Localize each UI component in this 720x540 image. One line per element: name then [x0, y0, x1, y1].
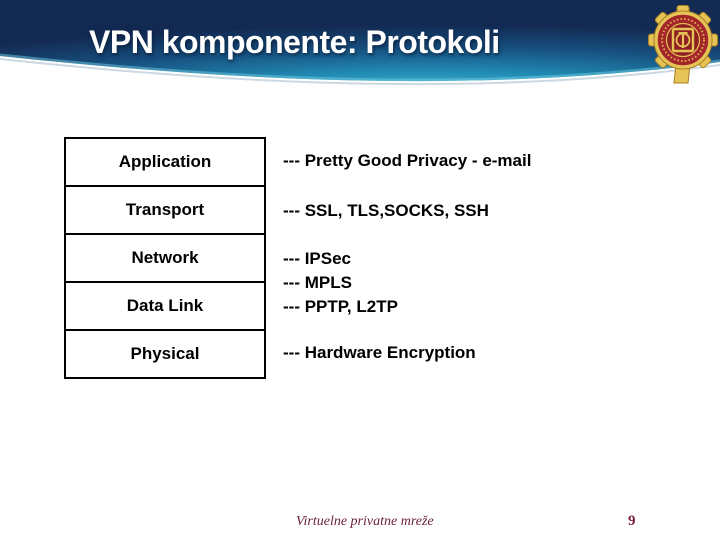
osi-layer-row-physical: Physical — [66, 331, 264, 377]
osi-layer-row-datalink: Data Link — [66, 283, 264, 331]
annotation-application-protocols: --- Pretty Good Privacy - e-mail — [283, 151, 532, 170]
osi-layer-row-network: Network — [66, 235, 264, 283]
annotation-line-ipsec: --- IPSec — [283, 249, 352, 268]
osi-layer-label: Data Link — [126, 296, 204, 315]
annotation-line-mpls: --- MPLS — [283, 273, 352, 292]
university-seal-logo — [648, 5, 718, 84]
seal-monogram-icon — [671, 27, 695, 53]
osi-layer-label: Physical — [130, 344, 200, 363]
annotation-network-datalink-protocols: --- IPSec --- MPLS --- PPTP, L2TP — [283, 247, 398, 319]
annotation-line-pptp-l2tp: --- PPTP, L2TP — [283, 297, 398, 316]
annotation-transport-protocols: --- SSL, TLS,SOCKS, SSH — [283, 201, 489, 220]
osi-layer-label: Transport — [125, 200, 205, 219]
osi-layer-label: Network — [131, 248, 199, 267]
seal-gear-icon — [648, 5, 718, 84]
seal-ring-text — [661, 18, 705, 62]
page-title: VPN komponente: Protokoli — [89, 24, 500, 60]
osi-layer-label: Application — [118, 152, 212, 171]
osi-layer-row-application: Application — [66, 139, 264, 187]
osi-layer-row-transport: Transport — [66, 187, 264, 235]
page-number-label: 9 — [628, 513, 636, 529]
header-banner — [0, 0, 720, 86]
banner-teal-highlight — [0, 53, 720, 82]
footer-course-title: Virtuelne privatne mreže — [296, 514, 434, 529]
osi-stack-table: Application Transport Network Data Link … — [64, 137, 266, 379]
banner-gradient-swoosh — [0, 0, 720, 82]
annotation-physical-protocols: --- Hardware Encryption — [283, 343, 476, 362]
